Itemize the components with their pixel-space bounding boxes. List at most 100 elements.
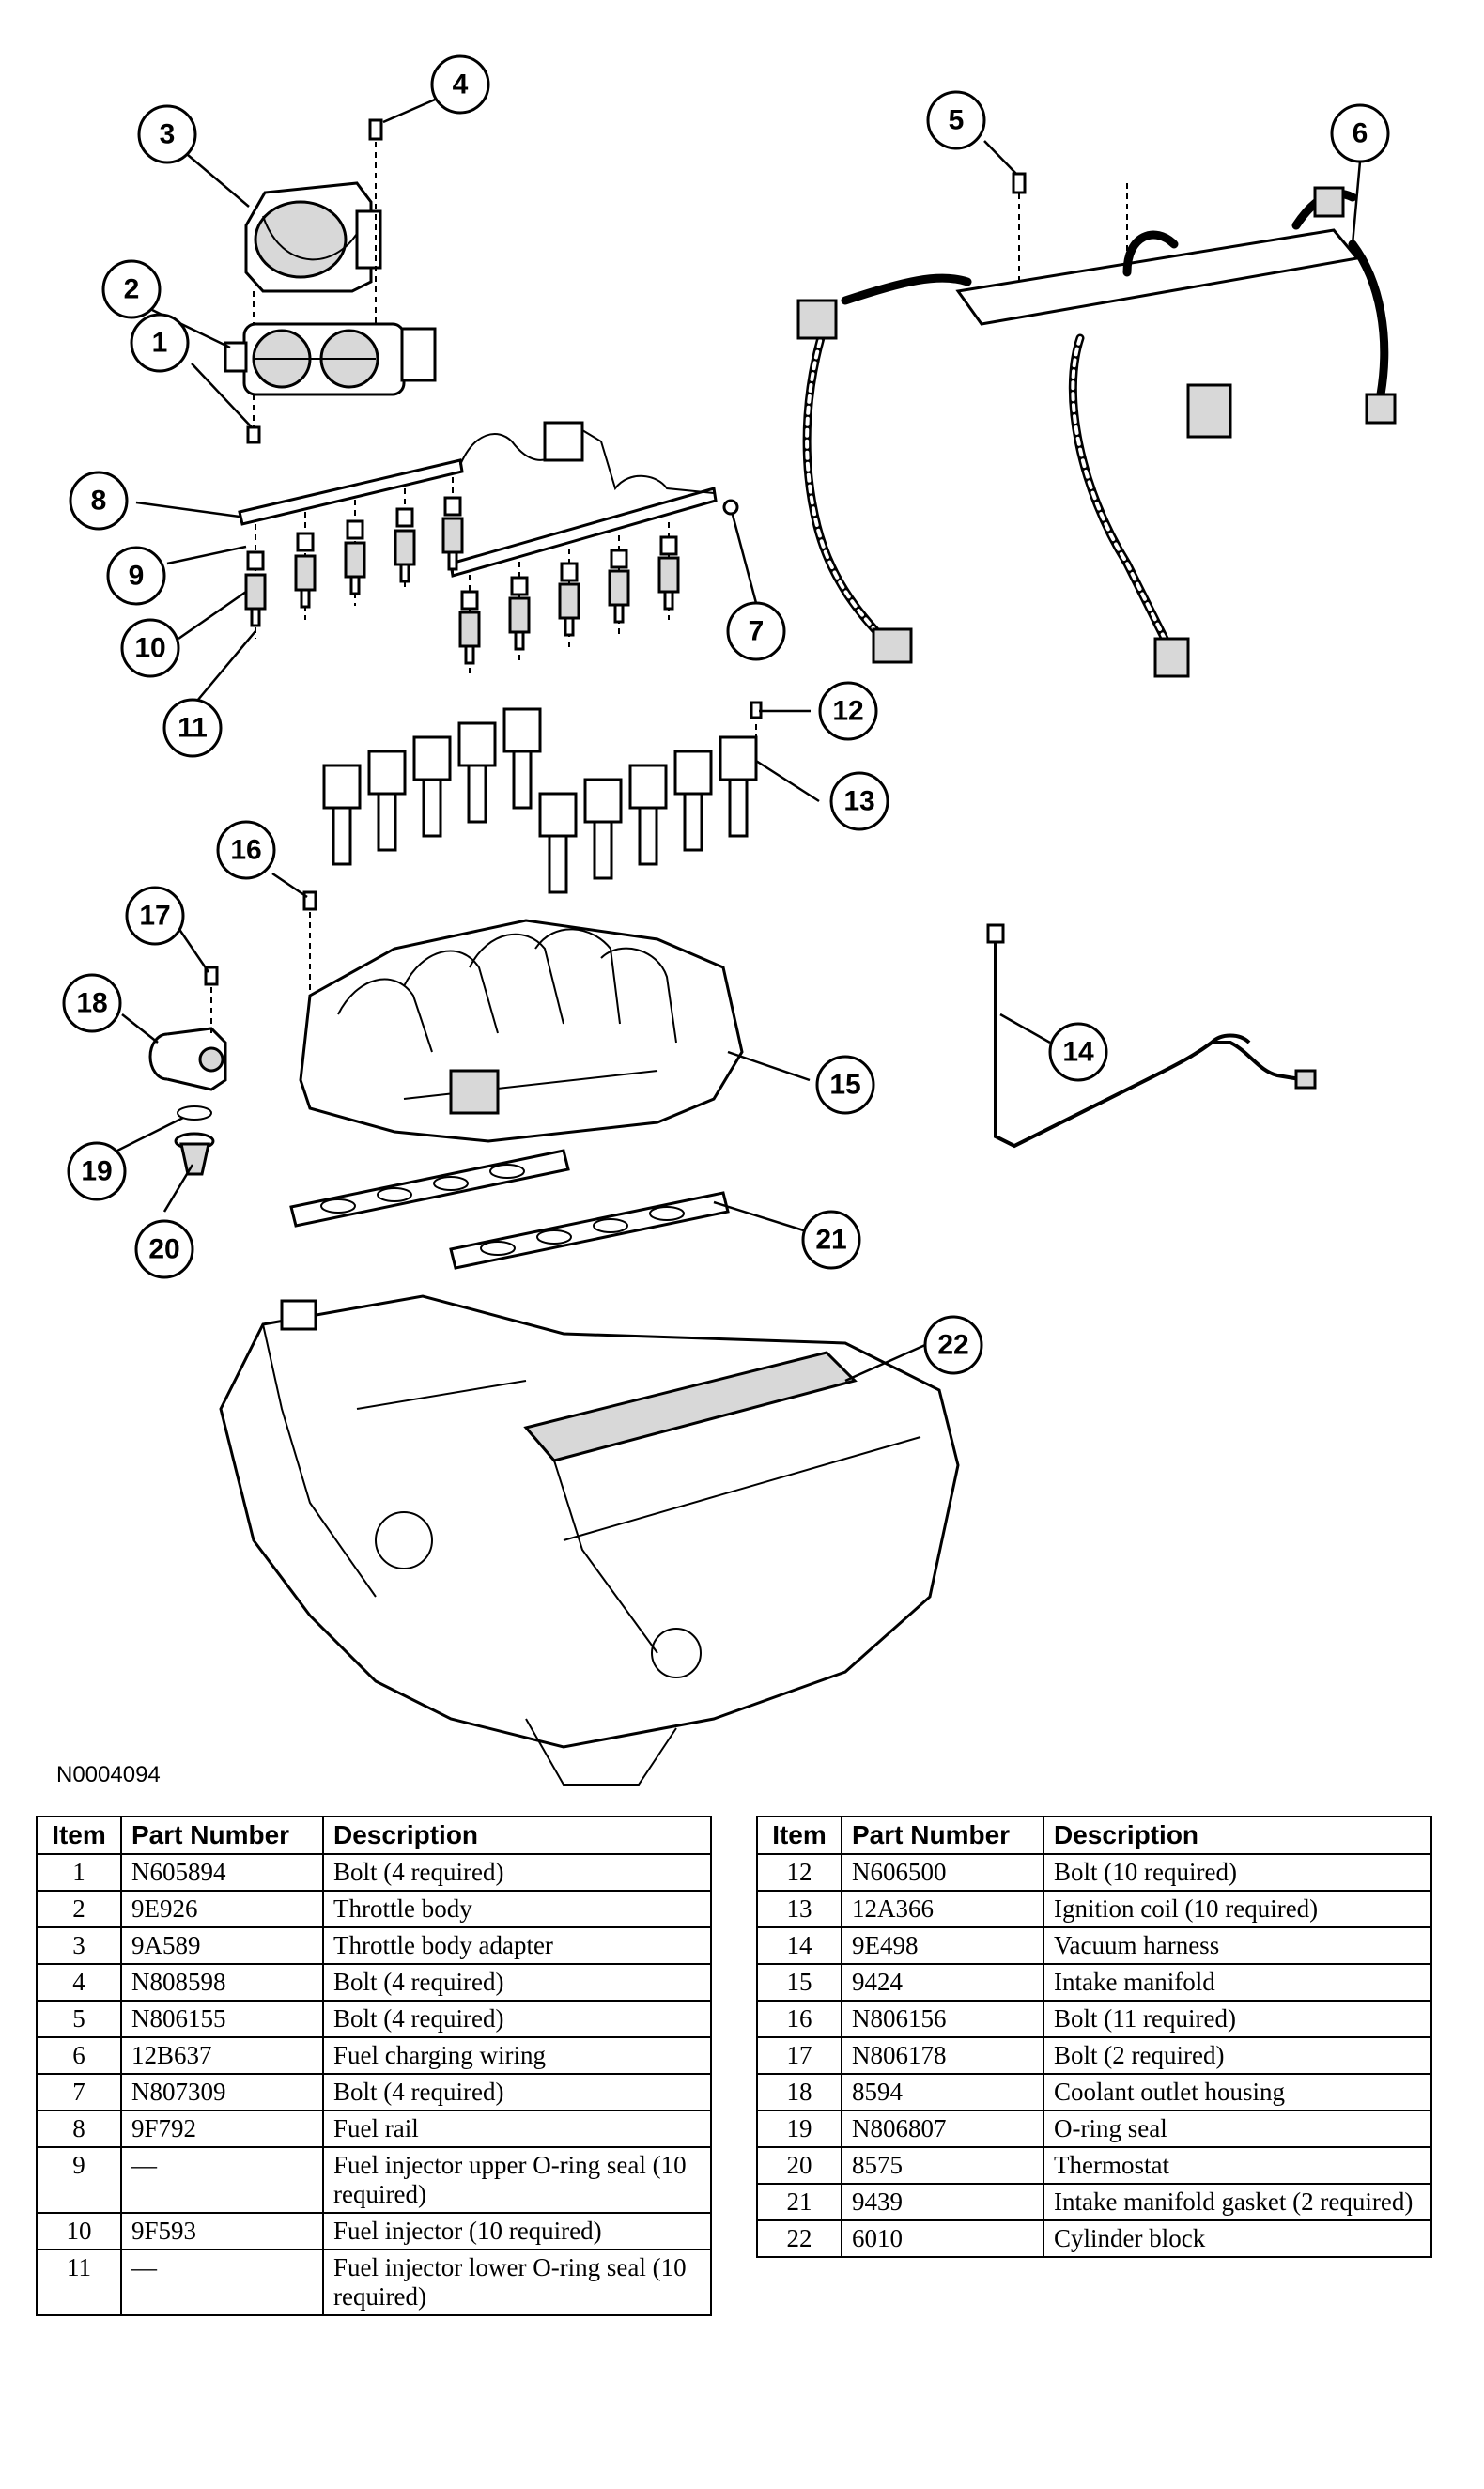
svg-text:12: 12: [832, 696, 863, 727]
svg-text:15: 15: [829, 1070, 860, 1101]
header-item: Item: [36, 1816, 122, 1855]
table-row: 9—Fuel injector upper O-ring seal (10 re…: [36, 2146, 712, 2214]
coolant-outlet-housing-drawing: [148, 1027, 227, 1091]
callout-4: 4: [430, 54, 490, 115]
leader-lines: [116, 95, 1362, 1383]
cell-item: 13: [756, 1890, 842, 1928]
cell-item: 5: [36, 2000, 122, 2038]
svg-text:11: 11: [178, 713, 208, 744]
cell-description: Fuel injector upper O-ring seal (10 requ…: [322, 2146, 712, 2214]
cell-part-number: N606500: [841, 1853, 1044, 1892]
cell-part-number: 9424: [841, 1963, 1044, 2002]
throttle-body-adapter-drawing: [244, 181, 382, 293]
cell-part-number: 8575: [841, 2146, 1044, 2185]
callout-3: 3: [137, 104, 197, 164]
header-description: Description: [1043, 1816, 1432, 1855]
header-description: Description: [322, 1816, 712, 1855]
cell-description: Fuel charging wiring: [322, 2036, 712, 2075]
callout-16: 16: [216, 820, 276, 880]
cell-item: 14: [756, 1926, 842, 1965]
callout-6: 6: [1330, 103, 1390, 163]
svg-text:4: 4: [453, 70, 469, 100]
svg-text:9: 9: [129, 561, 145, 592]
cell-description: Bolt (4 required): [322, 2000, 712, 2038]
cell-part-number: 12A366: [841, 1890, 1044, 1928]
table-header-row: Item Part Number Description: [36, 1816, 712, 1855]
cylinder-block-drawing: [219, 1294, 960, 1786]
cell-part-number: 6010: [841, 2219, 1044, 2258]
callout-17: 17: [125, 886, 185, 946]
fuel-charging-wiring-drawing: [796, 186, 1397, 678]
cell-description: Fuel injector (10 required): [322, 2212, 712, 2250]
exploded-parts-diagram: 1 2 3 4 5 6 7 8 9 10 11 12 13 14 15 16 1…: [62, 54, 1397, 1786]
callout-19: 19: [67, 1141, 127, 1201]
cell-part-number: 9439: [841, 2183, 1044, 2221]
header-part-number: Part Number: [120, 1816, 324, 1855]
cell-description: Fuel injector lower O-ring seal (10 requ…: [322, 2249, 712, 2316]
svg-text:17: 17: [139, 901, 170, 932]
cell-item: 6: [36, 2036, 122, 2075]
cell-part-number: 9A589: [120, 1926, 324, 1965]
callout-8: 8: [69, 471, 129, 531]
cell-part-number: 9F593: [120, 2212, 324, 2250]
cell-item: 19: [756, 2110, 842, 2148]
callout-11: 11: [162, 698, 223, 758]
svg-text:7: 7: [749, 616, 765, 647]
cell-part-number: N806807: [841, 2110, 1044, 2148]
bolt-7-drawing: [722, 499, 739, 516]
cell-item: 1: [36, 1853, 122, 1892]
cell-part-number: 9E926: [120, 1890, 324, 1928]
cell-description: Bolt (11 required): [1043, 2000, 1432, 2038]
cell-description: Bolt (10 required): [1043, 1853, 1432, 1892]
callout-21: 21: [801, 1210, 861, 1270]
cell-part-number: N605894: [120, 1853, 324, 1892]
cell-item: 18: [756, 2073, 842, 2111]
cell-description: Cylinder block: [1043, 2219, 1432, 2258]
cell-part-number: 9E498: [841, 1926, 1044, 1965]
callout-2: 2: [101, 259, 162, 319]
intake-manifold-drawing: [299, 919, 744, 1143]
cell-item: 9: [36, 2146, 122, 2214]
fuel-injectors-row-2: [458, 522, 680, 676]
bolt-4-drawing: [368, 118, 383, 141]
ignition-coils-drawing: [322, 707, 758, 894]
svg-text:16: 16: [230, 835, 261, 866]
svg-text:19: 19: [81, 1156, 112, 1187]
callout-12: 12: [818, 681, 878, 741]
cell-description: Bolt (2 required): [1043, 2036, 1432, 2075]
callout-10: 10: [120, 618, 180, 678]
fuel-rail-drawing: [238, 421, 718, 578]
cell-part-number: N806156: [841, 2000, 1044, 2038]
cell-description: Throttle body adapter: [322, 1926, 712, 1965]
callout-15: 15: [815, 1055, 875, 1115]
svg-text:21: 21: [815, 1225, 846, 1256]
cell-description: Intake manifold gasket (2 required): [1043, 2183, 1432, 2221]
cell-item: 12: [756, 1853, 842, 1892]
cell-item: 22: [756, 2219, 842, 2258]
figure-code: N0004094: [56, 1762, 161, 1787]
callout-7: 7: [726, 601, 786, 661]
cell-item: 16: [756, 2000, 842, 2038]
svg-text:5: 5: [949, 105, 965, 136]
cell-part-number: 9F792: [120, 2110, 324, 2148]
cell-item: 21: [756, 2183, 842, 2221]
header-part-number: Part Number: [841, 1816, 1044, 1855]
cell-item: 4: [36, 1963, 122, 2002]
cell-part-number: 12B637: [120, 2036, 324, 2075]
cell-description: Throttle body: [322, 1890, 712, 1928]
cell-description: Bolt (4 required): [322, 2073, 712, 2111]
